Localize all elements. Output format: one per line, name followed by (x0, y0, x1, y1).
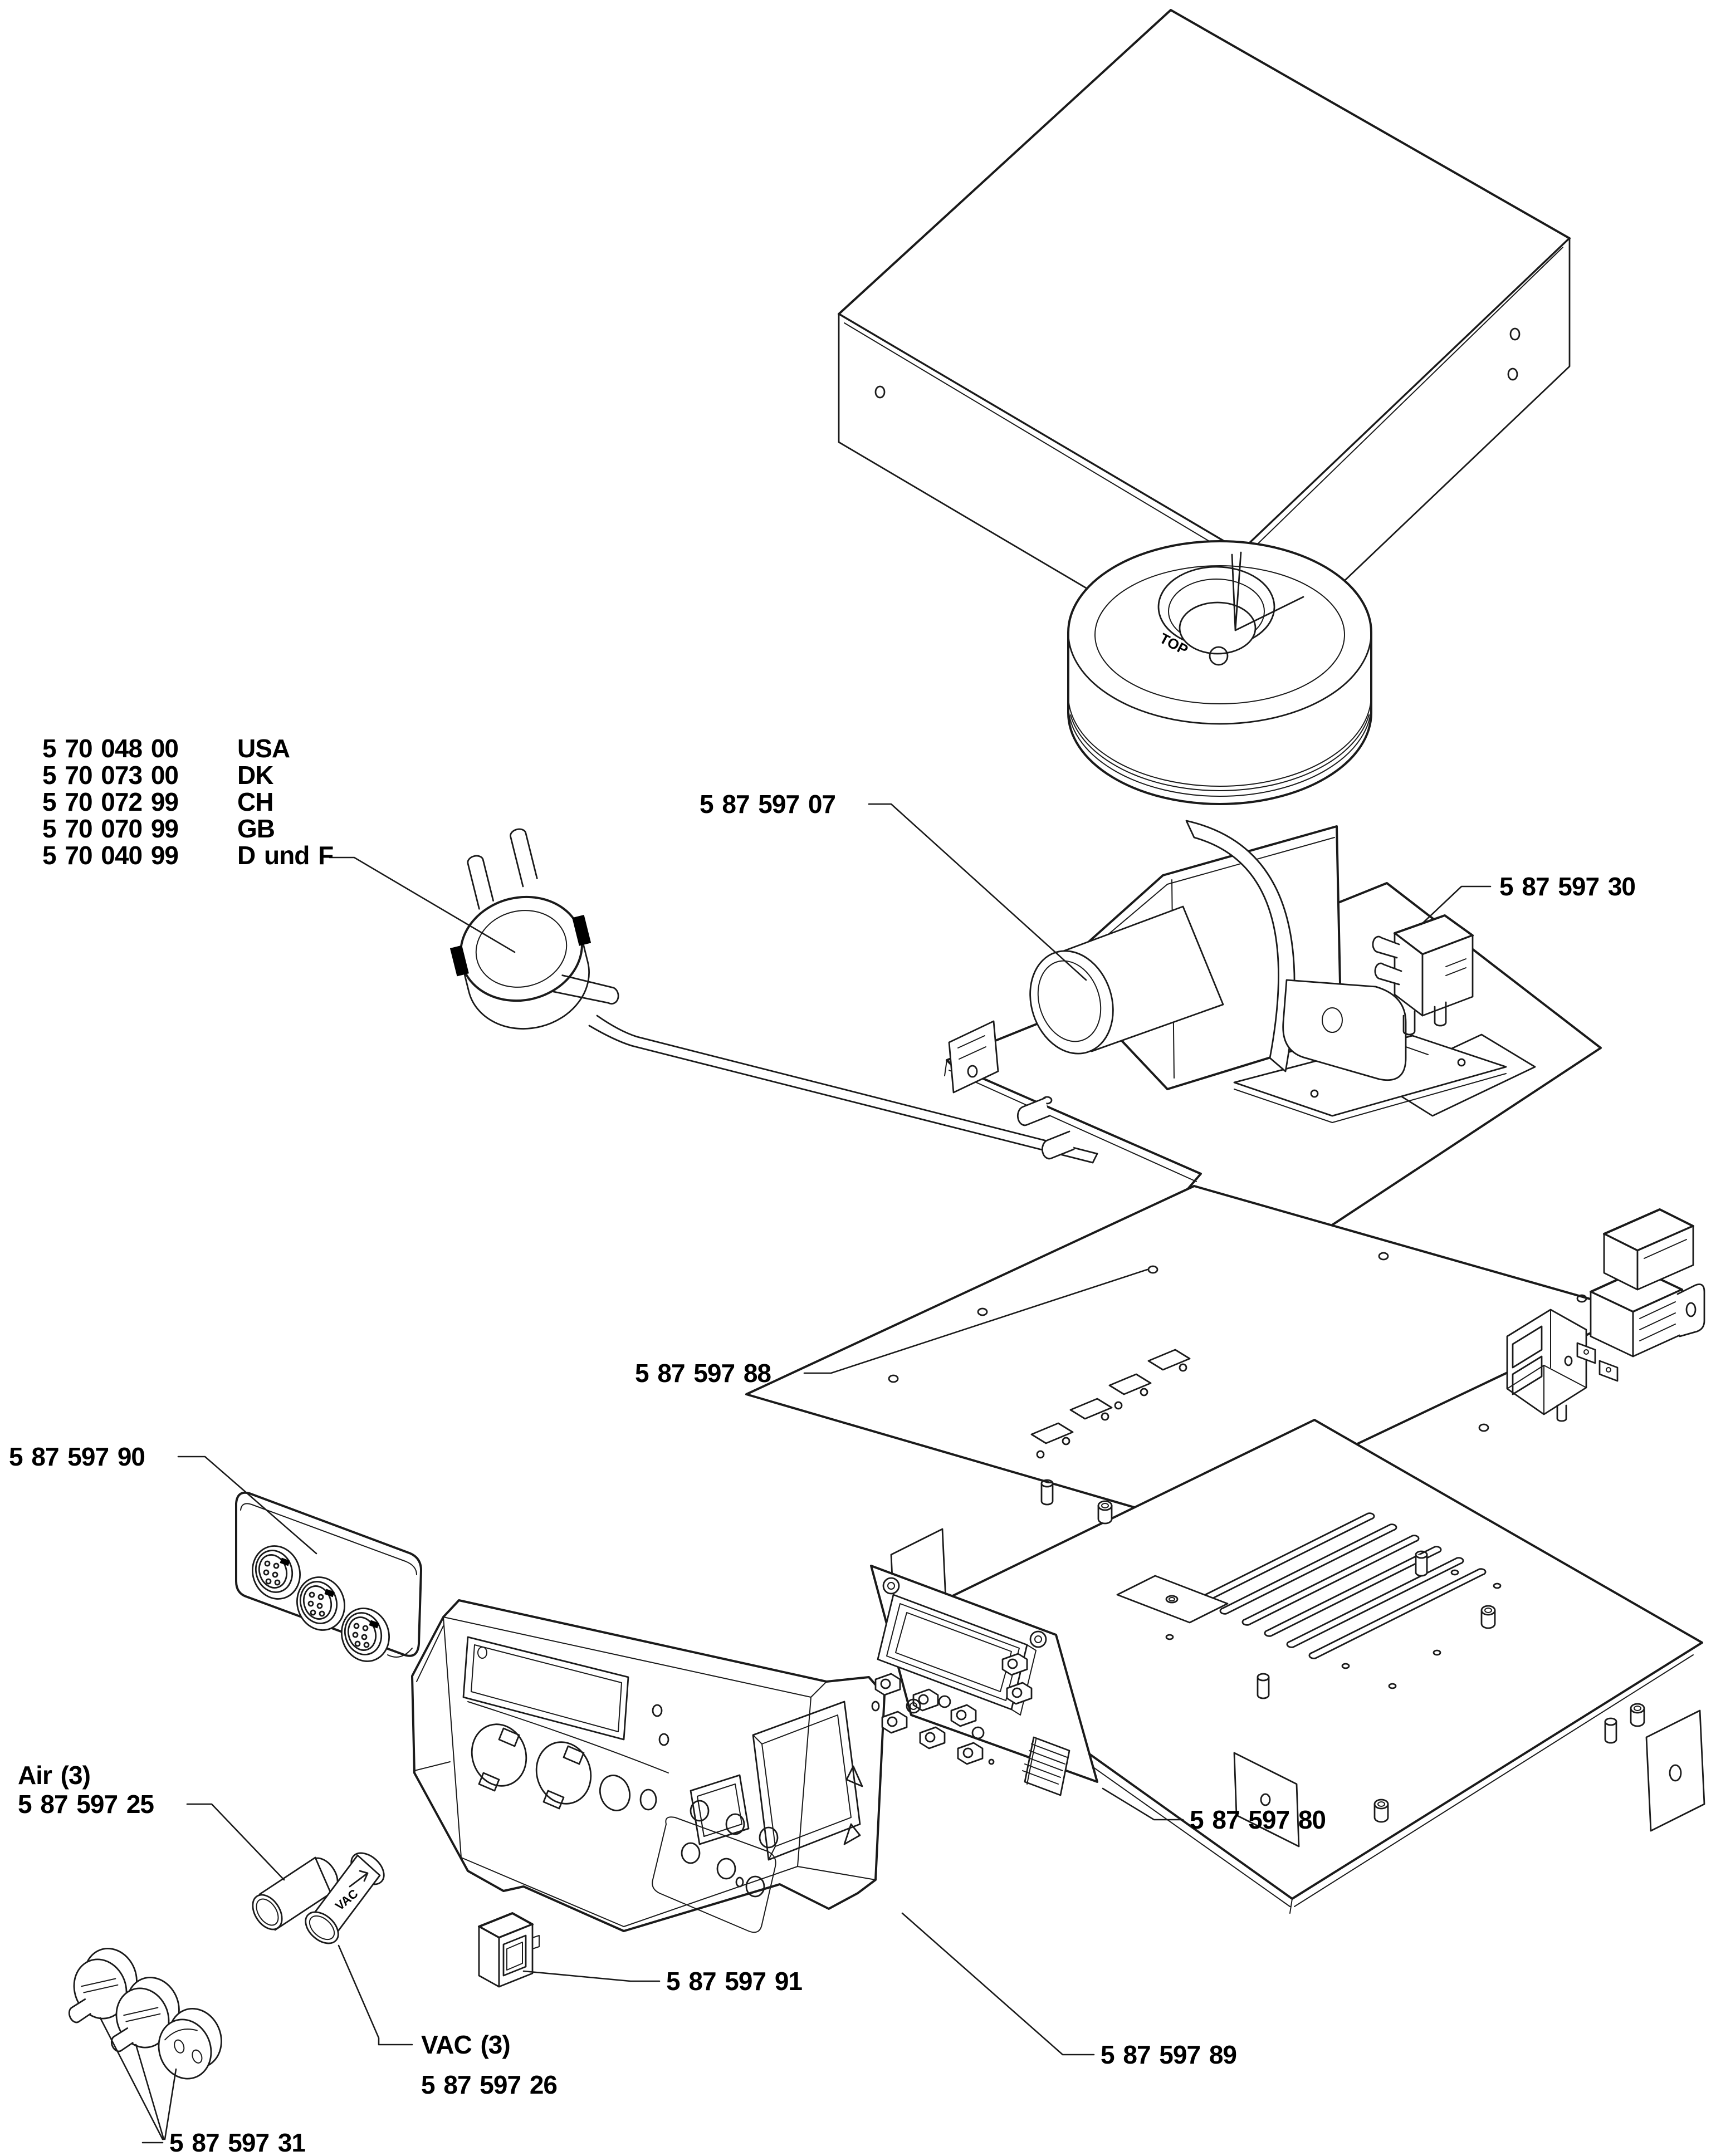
pcb-pads (1030, 1349, 1191, 1459)
variant-region: D und F (237, 841, 333, 870)
display-pcb (870, 1565, 1098, 1796)
cover-mounting-stud (1231, 551, 1304, 631)
label-air-qty: Air (3) (18, 1761, 90, 1790)
leader-valve (1420, 885, 1492, 925)
label-switch: 5 87 597 91 (666, 1967, 802, 1996)
main-pcb (745, 1185, 1636, 1525)
leader-connector-module (177, 1456, 317, 1555)
cord-variant-table: 5 70 048 00 USA 5 70 073 00 DK 5 70 072 99… (42, 734, 334, 870)
leader-display-pcb (1102, 1787, 1184, 1821)
inlet-bracket (1506, 1309, 1587, 1422)
leader-switch (522, 1970, 661, 1982)
switch-opening (690, 1774, 750, 1845)
label-connector-module: 5 87 597 90 (9, 1442, 145, 1471)
fitting-hole (535, 1741, 592, 1810)
inlet-terminal (1576, 1342, 1619, 1382)
leader-main-pcb (803, 1268, 1148, 1374)
label-main-pcb: 5 87 597 88 (635, 1359, 771, 1388)
variant-region: USA (237, 734, 290, 763)
display-window (752, 1701, 863, 1861)
variant-number: 5 70 073 00 (42, 761, 178, 790)
leader-pump (868, 803, 1087, 981)
base-chassis (890, 1419, 1705, 1914)
label-valve: 5 87 597 30 (1499, 872, 1635, 901)
terminal-block (1603, 1208, 1694, 1291)
solenoid-valve (1372, 914, 1474, 1036)
variant-region: GB (237, 814, 275, 843)
din-socket (340, 1608, 390, 1662)
leader-air (186, 1803, 285, 1881)
variant-region: CH (237, 787, 273, 816)
leader-front-panel (901, 1912, 1095, 2056)
leader-cord-variants (329, 856, 516, 953)
power-cord (588, 1015, 1098, 1164)
label-pump: 5 87 597 07 (700, 790, 835, 819)
standoffs (1040, 1479, 1617, 1744)
variant-region: DK (237, 761, 273, 790)
variant-number: 5 70 072 99 (42, 787, 178, 816)
svg-text:5 70 040 99D und F: 5 70 040 99 D und F (42, 841, 333, 870)
label-vac-qty: VAC (3) (421, 2030, 510, 2059)
lcd-module (877, 1594, 1037, 1716)
pump-motor-assembly (1016, 820, 1507, 1160)
pump-head (1282, 979, 1433, 1081)
pump-motor (1029, 905, 1224, 1055)
fitting-hole (471, 1723, 527, 1792)
vac-sleeve: VAC (305, 1852, 385, 1944)
filter-fittings (68, 1947, 222, 2080)
pcb-buttons (874, 1653, 1033, 1765)
rocker-switch (478, 1912, 540, 1988)
pump-nipple (1041, 1130, 1075, 1160)
leader-filters (99, 2017, 177, 2144)
label-front-panel: 5 87 597 89 (1101, 2040, 1236, 2069)
toroidal-transformer: TOP (1067, 540, 1372, 805)
plug-pin (467, 855, 495, 910)
label-air-sleeves: 5 87 597 25 (18, 1790, 154, 1819)
leader-vac (338, 1944, 413, 2046)
label-display-pcb: 5 87 597 80 (1190, 1805, 1326, 1834)
din-socket (296, 1576, 346, 1631)
valve-port (1374, 962, 1402, 986)
keypad-area (652, 1800, 779, 1933)
screws (1097, 1500, 1645, 1823)
din-socket (251, 1545, 301, 1600)
label-filters: 5 87 597 31 (169, 2128, 305, 2156)
variant-number: 5 70 040 99 (42, 841, 178, 870)
label-vac-sleeves: 5 87 597 26 (421, 2070, 557, 2099)
variant-number: 5 70 070 99 (42, 814, 178, 843)
labels: 5 70 048 00 USA 5 70 073 00 DK 5 70 072 99… (9, 734, 1636, 2156)
connector-module (235, 1491, 422, 1662)
variant-number: 5 70 048 00 (42, 734, 178, 763)
front-panel (411, 1599, 886, 1933)
edge-connector (1022, 1736, 1070, 1796)
power-plug (449, 828, 619, 1030)
leader-lines (99, 803, 1492, 2144)
valve-port (1372, 935, 1400, 959)
plug-pin (510, 828, 538, 888)
pump-nipple (1016, 1097, 1050, 1126)
module-opening (462, 1636, 629, 1741)
